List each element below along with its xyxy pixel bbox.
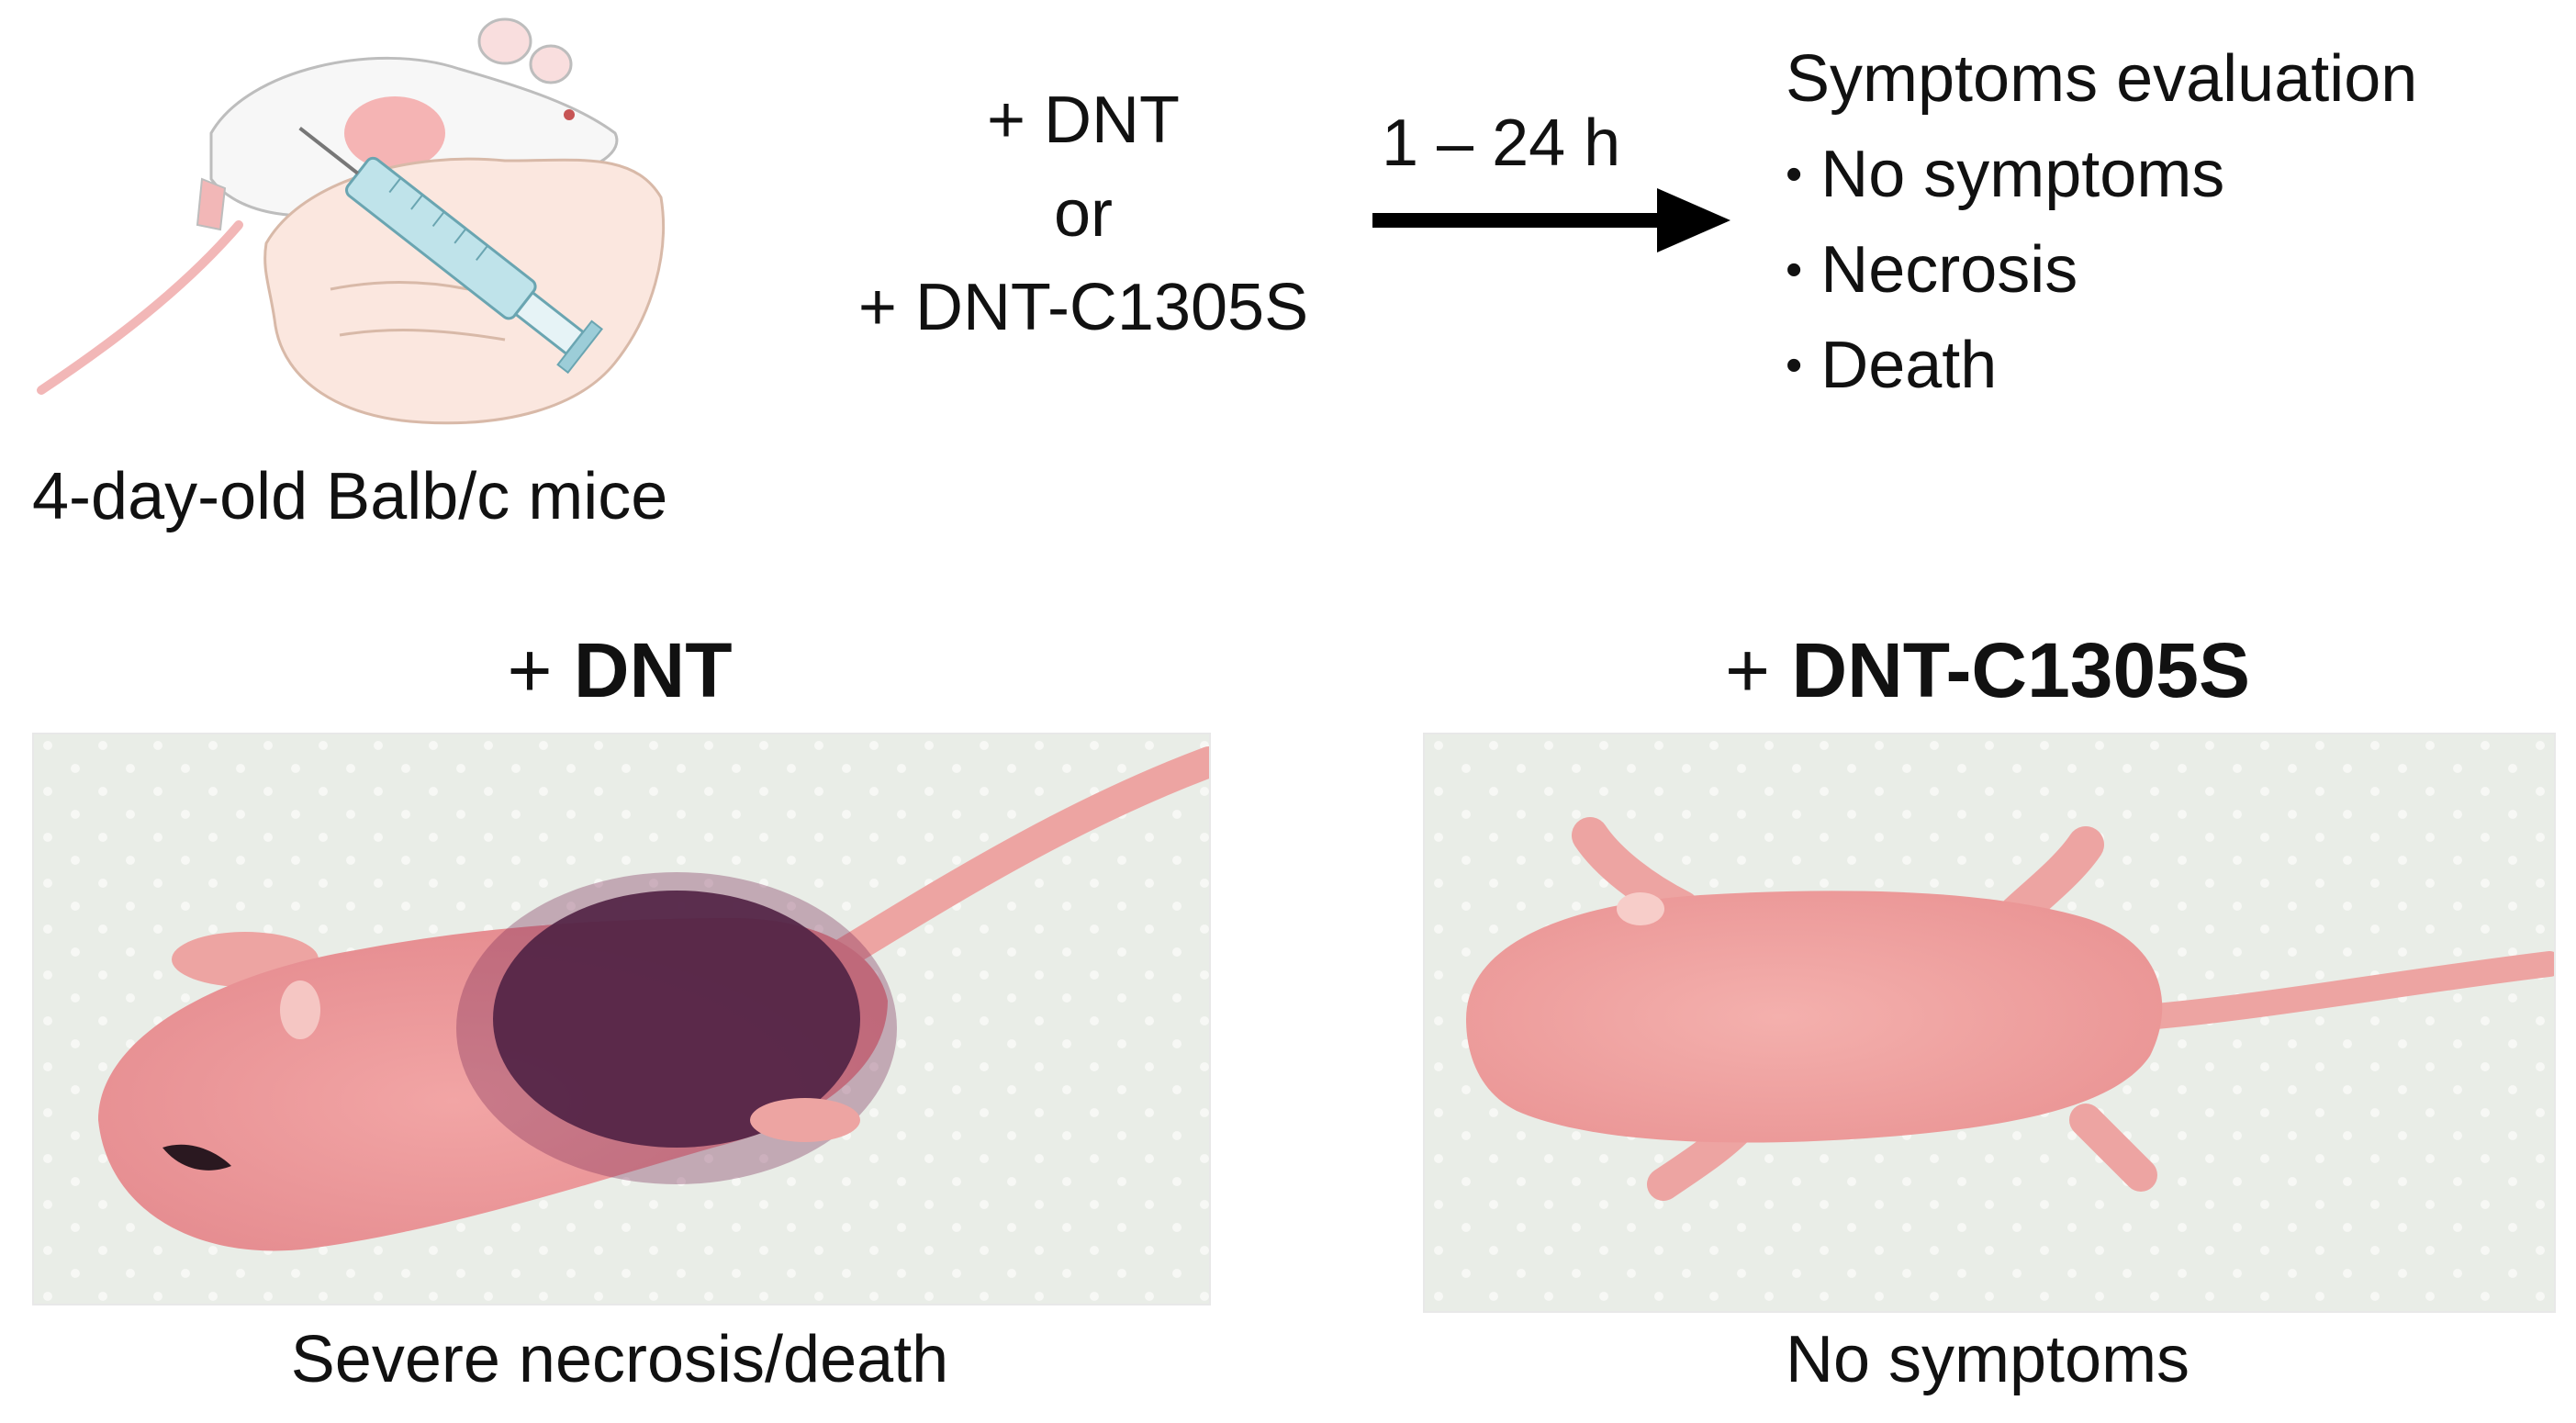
mouse-ear [280, 980, 320, 1039]
evaluation-item-label: Necrosis [1820, 233, 2078, 307]
mouse-paw [196, 177, 227, 231]
syringe-icon [298, 126, 603, 375]
mouse-ear [477, 17, 532, 65]
time-label: 1 – 24 h [1382, 106, 1621, 180]
hand-icon [263, 157, 665, 425]
mouse-ear [1617, 892, 1664, 925]
panel-title-dnt-c1305s: + DNT-C1305S [1423, 632, 2552, 709]
hand-finger-line [330, 281, 469, 291]
head-lesion [162, 1144, 231, 1171]
photo-dnt-c1305s-mouse [1423, 733, 2556, 1313]
arrow-head [1657, 188, 1730, 252]
hand-finger-line [339, 329, 506, 342]
panel-title-text: DNT [573, 627, 733, 713]
mouse-body [1466, 891, 2163, 1143]
right-arrow-svg [1372, 188, 1730, 252]
mouse-ear [529, 44, 573, 84]
evaluation-item-label: No symptoms [1820, 138, 2225, 211]
bullet-icon: • [1786, 339, 1803, 392]
mouse-injection-svg [37, 17, 665, 425]
treatment-dnt-c1305s: + DNT-C1305S [857, 271, 1309, 344]
evaluation-item-necrosis: • Necrosis [1786, 237, 2417, 303]
photo-dnt-svg [34, 734, 1209, 1304]
caption-dnt: Severe necrosis/death [290, 1323, 949, 1396]
photo-dnt-mouse [32, 733, 1211, 1305]
panel-plus: + [507, 627, 553, 713]
evaluation-item-no-symptoms: • No symptoms [1786, 141, 2417, 207]
caption-dnt-c1305s: No symptoms [1785, 1323, 2190, 1396]
evaluation-item-death: • Death [1786, 332, 2417, 398]
evaluation-item-label: Death [1820, 329, 1998, 402]
mouse-paw [750, 1098, 860, 1142]
bullet-icon: • [1786, 148, 1803, 201]
arrow-shaft [1372, 213, 1666, 228]
mouse-tail [37, 220, 243, 395]
panel-plus: + [1725, 627, 1771, 713]
mouse-tail [826, 746, 1209, 970]
mouse-tail [2110, 951, 2554, 1032]
bullet-icon: • [1786, 243, 1803, 297]
treatment-block: + DNT or + DNT-C1305S [753, 87, 1414, 341]
necrosis-lesion [493, 891, 860, 1148]
injection-site [344, 96, 445, 170]
evaluation-block: Symptoms evaluation • No symptoms • Necr… [1786, 46, 2417, 398]
mouse-eye [564, 109, 575, 120]
panel-title-text: DNT-C1305S [1791, 627, 2250, 713]
panel-title-dnt: + DNT [32, 632, 1207, 709]
treatment-dnt: + DNT [986, 84, 1181, 157]
mouse-injection-illustration [28, 14, 670, 436]
right-arrow-icon [1372, 188, 1730, 252]
mouse-leg [2069, 1104, 2157, 1192]
evaluation-title: Symptoms evaluation [1786, 42, 2418, 116]
photo-dnt-c1305s-svg [1425, 734, 2554, 1311]
mouse-caption: 4-day-old Balb/c mice [32, 460, 668, 533]
treatment-or: or [1053, 177, 1114, 251]
